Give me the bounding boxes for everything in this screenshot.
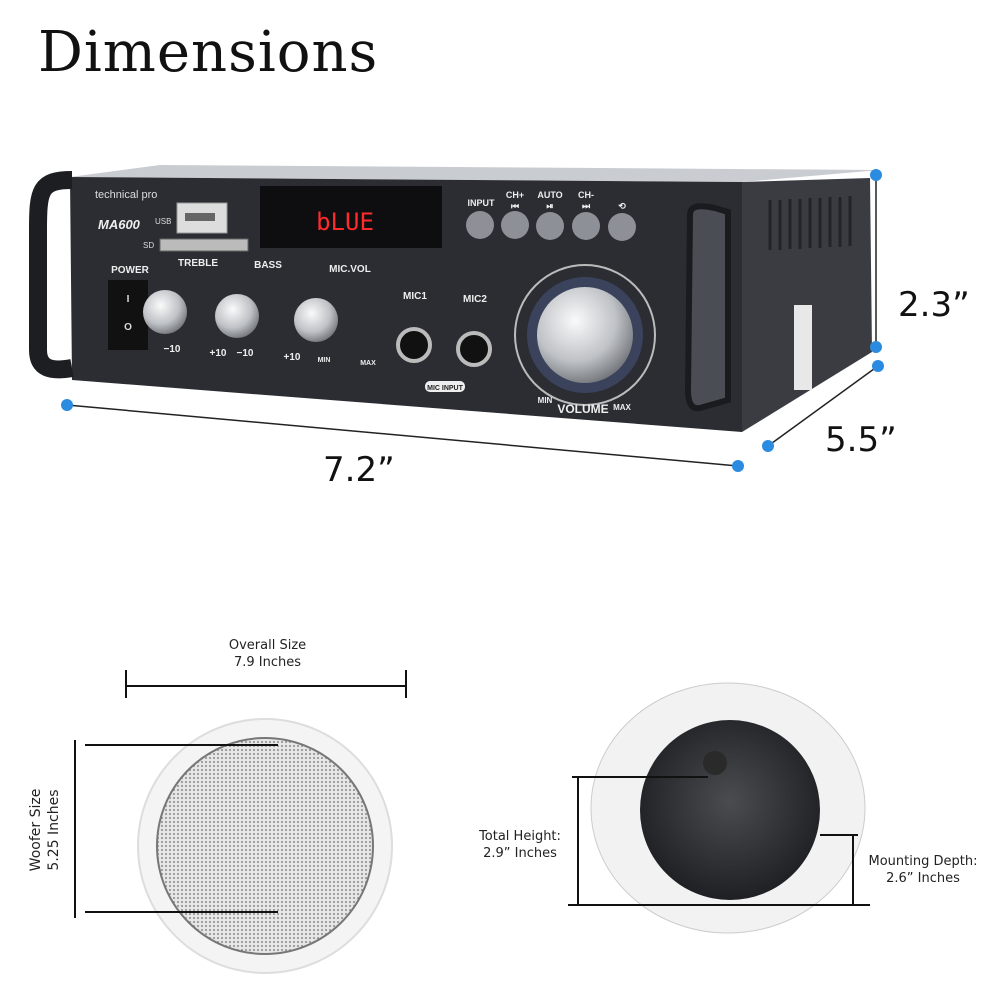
dimension-lines <box>66 175 879 467</box>
sd-slot[interactable] <box>159 238 249 252</box>
input-button[interactable] <box>466 211 494 239</box>
speaker-grille <box>156 737 374 955</box>
repeat-icon: ⟲ <box>618 201 626 211</box>
power-label: POWER <box>111 265 150 276</box>
mic-vol-min-label: MIN <box>318 357 331 364</box>
amplifier: technical pro MA600 USB SD bLUE INPUT CH… <box>29 165 880 432</box>
model-label: MA600 <box>98 217 141 232</box>
volume-min-label: MIN <box>538 396 553 405</box>
treble-min-label: −10 <box>164 344 181 355</box>
overall-size-value: 7.9 Inches <box>233 655 302 670</box>
width-dimension: 7.2” <box>323 450 395 490</box>
speaker-front-view <box>74 670 407 974</box>
overall-size-caption: Overall Size 7.9 Inches <box>200 637 335 671</box>
page-title: Dimensions <box>38 20 379 85</box>
repeat-button[interactable] <box>608 213 636 241</box>
ch-plus-button[interactable] <box>501 211 529 239</box>
total-height-caption: Total Height: 2.9” Inches <box>465 828 575 862</box>
mic2-label: MIC2 <box>463 294 487 305</box>
ch-plus-label: CH+ <box>506 190 524 200</box>
led-display <box>260 186 442 248</box>
height-dimension: 2.3” <box>898 285 970 325</box>
treble-knob[interactable] <box>143 290 187 334</box>
brand-logo: technical pro <box>95 189 157 201</box>
play-pause-icon: ⏯ <box>546 201 553 211</box>
bass-max-label: +10 <box>284 352 301 363</box>
mounting-depth-caption: Mounting Depth: 2.6” Inches <box>858 853 988 887</box>
treble-label: TREBLE <box>178 258 218 269</box>
prev-icon: ⏮ <box>511 201 519 211</box>
bass-label: BASS <box>254 260 282 271</box>
overall-size-label: Overall Size <box>228 638 307 653</box>
usb-label: USB <box>155 217 171 226</box>
width-line <box>66 404 739 467</box>
vent-slots <box>768 196 852 250</box>
amp-top <box>70 165 880 182</box>
mounting-depth-label: Mounting Depth: <box>868 854 978 869</box>
ch-minus-label: CH- <box>578 190 594 200</box>
total-height-value: 2.9” Inches <box>483 846 557 861</box>
svg-text:I: I <box>127 294 130 305</box>
speaker-cone <box>640 720 820 900</box>
woofer-size-label: Woofer Size <box>28 788 44 872</box>
treble-max-label: +10 <box>210 348 227 359</box>
bass-knob[interactable] <box>215 294 259 338</box>
mic-vol-label: MIC.VOL <box>329 264 371 275</box>
next-icon: ⏭ <box>582 201 591 211</box>
mic1-label: MIC1 <box>403 291 427 302</box>
woofer-size-caption: Woofer Size 5.25 Inches <box>27 750 63 910</box>
control-buttons: INPUT CH+ ⏮ AUTO ⏯ CH- ⏭ ⟲ <box>466 190 636 241</box>
right-handle <box>684 203 731 412</box>
volume-knob[interactable] <box>537 287 633 383</box>
power-switch[interactable] <box>108 280 148 350</box>
woofer-size-value: 5.25 Inches <box>46 789 62 871</box>
speaker-angled-view <box>568 682 870 934</box>
depth-dimension: 5.5” <box>825 420 897 460</box>
side-sticker <box>794 305 812 390</box>
display-text: bLUE <box>316 208 374 236</box>
auto-label: AUTO <box>537 190 562 200</box>
dimension-dots <box>61 169 884 472</box>
sd-label: SD <box>143 241 154 250</box>
auto-button[interactable] <box>536 212 564 240</box>
bass-min-label: −10 <box>237 348 254 359</box>
mic-vol-max-label: MAX <box>360 360 376 367</box>
left-handle <box>29 171 74 379</box>
svg-text:O: O <box>124 322 132 333</box>
volume-label: VOLUME <box>557 402 608 416</box>
depth-line <box>767 365 879 447</box>
mic1-jack[interactable] <box>396 327 432 363</box>
mic-input-label: MIC INPUT <box>427 385 464 392</box>
ch-minus-button[interactable] <box>572 212 600 240</box>
mounting-depth-value: 2.6” Inches <box>886 871 960 886</box>
volume-max-label: MAX <box>613 403 631 412</box>
mic-vol-knob[interactable] <box>294 298 338 342</box>
total-height-label: Total Height: <box>479 829 561 844</box>
input-label: INPUT <box>468 198 496 208</box>
mic2-jack[interactable] <box>456 331 492 367</box>
